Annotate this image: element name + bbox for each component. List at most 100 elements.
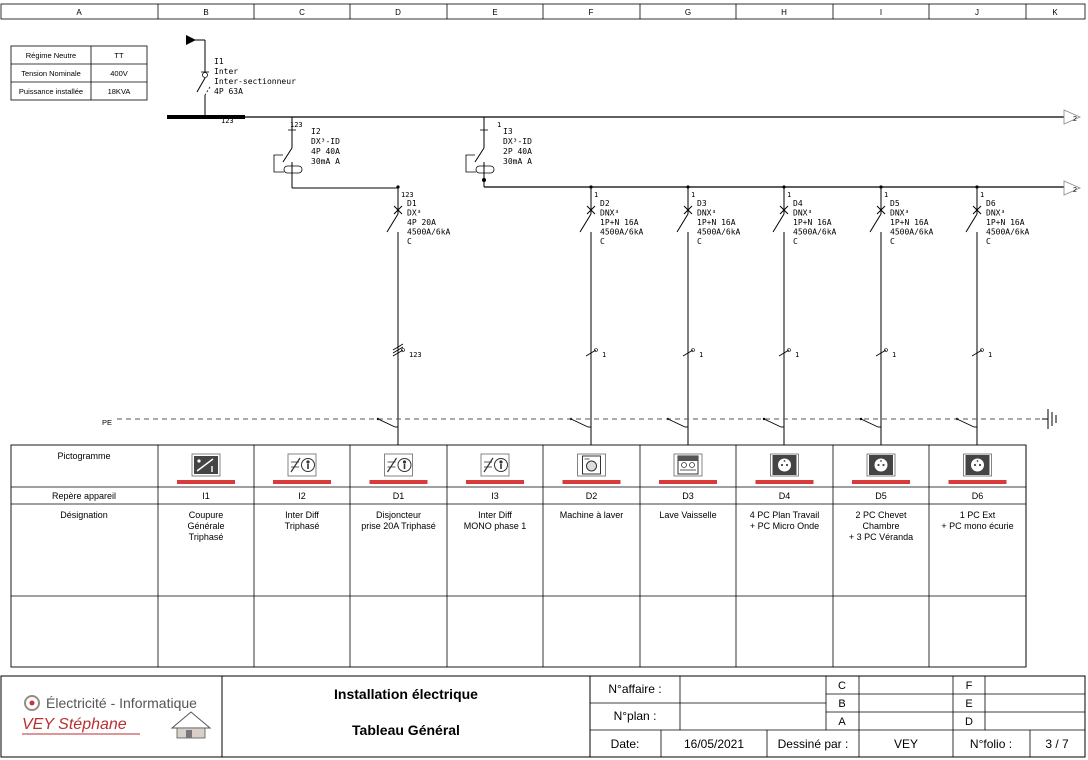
- row-label-repere: Repère appareil: [52, 491, 116, 501]
- main-switch-label: 4P 63A: [214, 87, 243, 96]
- supply-label: Puissance installée: [19, 87, 83, 96]
- column-letter: B: [203, 8, 208, 17]
- dishwasher-icon: [673, 453, 703, 477]
- accent-bar: [466, 480, 524, 484]
- supply-value: 400V: [110, 69, 128, 78]
- plan-label: N°plan :: [614, 709, 657, 723]
- breaker-label: 4500A/6kA: [407, 228, 451, 237]
- breaker-label: 4500A/6kA: [697, 228, 741, 237]
- designation-cell: + PC mono écurie: [941, 521, 1013, 531]
- breaker-label: 4500A/6kA: [793, 228, 837, 237]
- breaker-label: DNX³: [890, 209, 909, 218]
- house-icon: [170, 711, 212, 739]
- designation-cell: Inter Diff: [285, 510, 319, 520]
- differential-switch-icon: [287, 453, 317, 477]
- breaker-label: 4P 20A: [407, 218, 436, 227]
- differential-switch-icon: [384, 453, 413, 477]
- i3-label: I3: [503, 127, 513, 136]
- breaker-label: D3: [697, 199, 707, 208]
- diff-breaker-i2: 123 I2 DX³-ID 4P 40A 30mA A: [273, 117, 399, 205]
- accent-bar: [177, 480, 235, 484]
- main-switch-label: I1: [214, 57, 224, 66]
- column-letter: I: [880, 8, 882, 17]
- column-letter: E: [492, 8, 497, 17]
- repere-cell: D1: [393, 491, 405, 501]
- phase-label: 1: [691, 191, 695, 199]
- breaker-label: D2: [600, 199, 610, 208]
- diff-breaker-i3: 1 I3 DX³-ID 2P 40A 30mA A: [465, 117, 532, 187]
- designation-cell: Disjoncteur: [376, 510, 421, 520]
- breaker-label: 4500A/6kA: [986, 228, 1030, 237]
- designation-cell: Triphasé: [189, 532, 224, 542]
- repere-cell: I3: [491, 491, 499, 501]
- main-switch-label: Inter-sectionneur: [214, 77, 296, 86]
- date-value: 16/05/2021: [684, 737, 744, 751]
- socket-outlet-icon: [963, 453, 992, 477]
- pe-conductor: PE: [102, 409, 1057, 429]
- socket-outlet-icon: [770, 453, 799, 477]
- cable-label: 1: [988, 351, 992, 359]
- equipment-table: Pictogramme Repère appareil Désignation …: [10, 444, 1027, 668]
- row-label-pictogramme: Pictogramme: [57, 451, 110, 461]
- rev-letter: C: [838, 680, 846, 692]
- continuation-arrow-icon: [1063, 180, 1081, 196]
- secondary-busbar: 2: [484, 180, 1081, 196]
- rev-letter: D: [965, 716, 973, 728]
- i2-label: I2: [311, 127, 321, 136]
- repere-cell: D2: [586, 491, 598, 501]
- column-letter: C: [299, 8, 305, 17]
- accent-bar: [369, 480, 428, 484]
- breaker-label: 1P+N 16A: [986, 218, 1025, 227]
- supply-info-table: Régime Neutre TT Tension Nominale 400V P…: [10, 45, 148, 101]
- dessine-value: VEY: [894, 737, 918, 751]
- designation-cell: Triphasé: [285, 521, 320, 531]
- supply-value: 18KVA: [108, 87, 131, 96]
- supply-value: TT: [114, 51, 124, 60]
- rev-letter: F: [966, 680, 973, 692]
- column-letter: F: [589, 8, 594, 17]
- accent-bar: [273, 480, 331, 484]
- main-switch-label: Inter: [214, 67, 238, 76]
- column-letter: A: [76, 8, 82, 17]
- main-switch-i1: I1 Inter Inter-sectionneur 4P 63A 123: [186, 35, 296, 125]
- differential-switch-icon: [480, 453, 510, 477]
- breaker-label: 4500A/6kA: [600, 228, 644, 237]
- phase-label: 1: [497, 121, 501, 129]
- continuation-arrow-icon: [1063, 109, 1081, 125]
- breaker-label: D6: [986, 199, 996, 208]
- phase-label: 123: [221, 117, 234, 125]
- breaker-label: 1P+N 16A: [697, 218, 736, 227]
- designation-cell: 2 PC Chevet: [855, 510, 907, 520]
- designation-cell: 1 PC Ext: [960, 510, 996, 520]
- breaker-label: DNX³: [793, 209, 812, 218]
- repere-cell: D5: [875, 491, 887, 501]
- i2-label: DX³-ID: [311, 137, 340, 146]
- breaker-label: D1: [407, 199, 417, 208]
- breaker-label: 1P+N 16A: [890, 218, 929, 227]
- rev-letter: E: [965, 698, 972, 710]
- column-letter: K: [1052, 8, 1058, 17]
- folio-value: 3 / 7: [1045, 737, 1069, 751]
- title-block: Électricité - Informatique VEY Stéphane …: [0, 675, 1086, 758]
- washing-machine-icon: [577, 453, 606, 477]
- designation-cell: Coupure: [189, 510, 224, 520]
- date-label: Date:: [611, 737, 640, 751]
- accent-bar: [948, 480, 1007, 484]
- accent-bar: [755, 480, 814, 484]
- breaker-label: C: [986, 237, 991, 246]
- bus2-ref: 2: [1073, 187, 1077, 194]
- phase-label: 1: [594, 191, 598, 199]
- rev-letter: A: [838, 716, 846, 728]
- pe-label: PE: [102, 418, 112, 427]
- accent-bar: [852, 480, 910, 484]
- designation-cell: Lave Vaisselle: [659, 510, 716, 520]
